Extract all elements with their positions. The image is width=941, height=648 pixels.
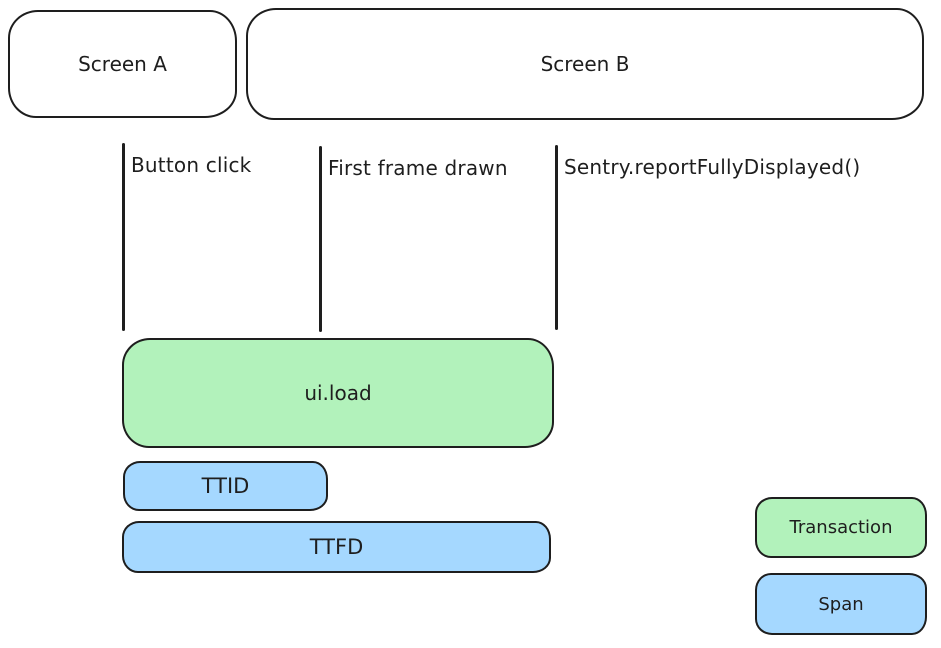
event-marker-first-frame-drawn: First frame drawn: [319, 146, 508, 332]
legend-span-box: Span: [755, 573, 927, 635]
report-fully-displayed-label: Sentry.reportFullyDisplayed(): [564, 155, 861, 179]
ttfd-label: TTFD: [309, 535, 364, 559]
legend-span-label: Span: [818, 593, 864, 615]
legend-transaction-label: Transaction: [789, 517, 893, 538]
button-click-line: [122, 143, 125, 331]
event-marker-report-fully-displayed: Sentry.reportFullyDisplayed(): [555, 145, 860, 330]
ttid-span-bar: TTID: [123, 461, 328, 511]
screen-b-label: Screen B: [540, 52, 630, 76]
first-frame-drawn-line: [319, 146, 322, 332]
legend-transaction-box: Transaction: [755, 497, 927, 558]
ui-load-transaction-bar: ui.load: [122, 338, 554, 448]
screen-a-label: Screen A: [78, 52, 167, 76]
report-fully-displayed-line: [555, 145, 558, 330]
screen-a-box: Screen A: [8, 10, 237, 118]
first-frame-drawn-label: First frame drawn: [328, 156, 508, 180]
screen-b-box: Screen B: [246, 8, 924, 120]
event-marker-button-click: Button click: [122, 143, 251, 331]
ttfd-span-bar: TTFD: [122, 521, 551, 573]
ui-load-label: ui.load: [304, 381, 372, 405]
ttid-label: TTID: [201, 474, 250, 498]
button-click-label: Button click: [131, 153, 252, 177]
